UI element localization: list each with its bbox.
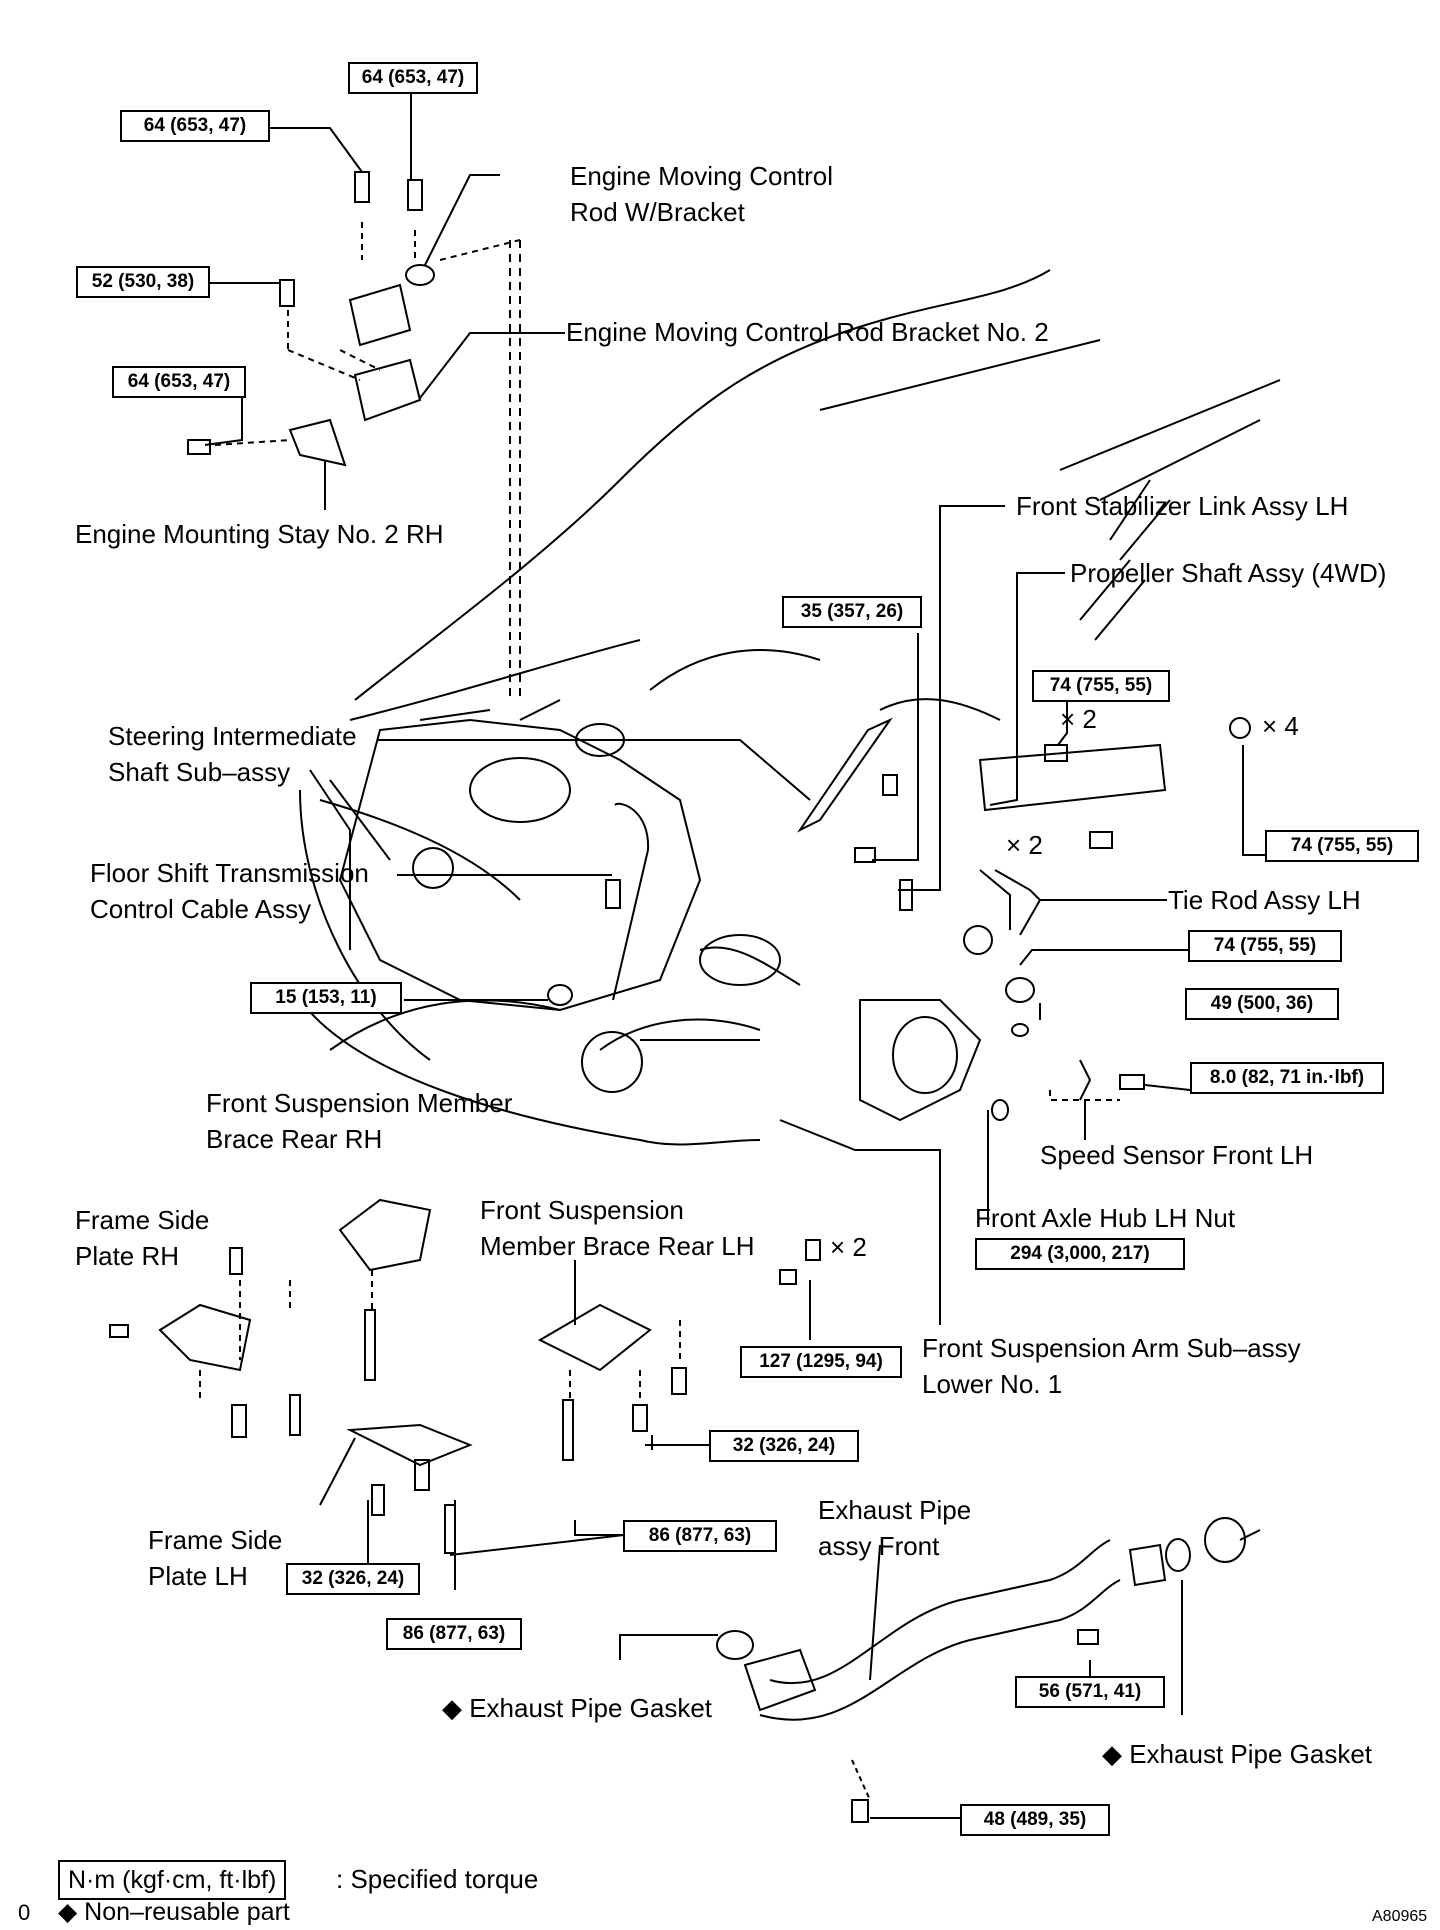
torque-box-74-tierod: 74 (755, 55) bbox=[1188, 930, 1342, 962]
multiplier-x2-propeller-top: × 2 bbox=[1060, 704, 1097, 734]
exhaust-pipe-drawing bbox=[716, 1517, 1261, 1823]
leader-lines bbox=[204, 91, 1265, 1819]
brace-rear-lh-line1: Front Suspension bbox=[480, 1195, 684, 1225]
floor-shift-cable-line1: Floor Shift Transmission bbox=[90, 858, 369, 888]
torque-box-32-plate: 32 (326, 24) bbox=[286, 1563, 420, 1595]
torque-box-86-plate: 86 (877, 63) bbox=[386, 1618, 522, 1650]
torque-box-74-top: 74 (755, 55) bbox=[1032, 670, 1170, 702]
frame-side-plate-lh-label: Frame Side Plate LH bbox=[148, 1522, 282, 1594]
torque-unit-box: N·m (kgf·cm, ft·lbf) bbox=[58, 1860, 287, 1900]
propeller-shaft-label: Propeller Shaft Assy (4WD) bbox=[1070, 558, 1387, 588]
frame-side-plate-rh-line2: Plate RH bbox=[75, 1241, 180, 1271]
torque-box-294: 294 (3,000, 217) bbox=[975, 1238, 1185, 1270]
floor-shift-cable-label: Floor Shift Transmission Control Cable A… bbox=[90, 855, 369, 927]
torque-box-52: 52 (530, 38) bbox=[76, 266, 210, 298]
torque-box-left-bolt: 64 (653, 47) bbox=[120, 110, 270, 142]
floor-shift-cable-line2: Control Cable Assy bbox=[90, 894, 312, 924]
brace-rear-lh-label: Front Suspension Member Brace Rear LH bbox=[480, 1192, 755, 1264]
frame-side-plate-rh-label: Frame Side Plate RH bbox=[75, 1202, 209, 1274]
suspension-brace-parts bbox=[109, 1198, 821, 1554]
brace-rear-rh-line2: Brace Rear RH bbox=[206, 1124, 383, 1154]
figure-code: A80965 bbox=[1372, 1908, 1428, 1925]
engine-mounting-stay-label: Engine Mounting Stay No. 2 RH bbox=[75, 519, 444, 549]
suspension-arm-line1: Front Suspension Arm Sub–assy bbox=[922, 1333, 1301, 1363]
engine-block bbox=[309, 699, 702, 1093]
torque-box-127: 127 (1295, 94) bbox=[740, 1346, 902, 1378]
brace-rear-lh-line2: Member Brace Rear LH bbox=[480, 1231, 755, 1261]
brace-rear-rh-line1: Front Suspension Member bbox=[206, 1088, 513, 1118]
engine-moving-control-rod-label: Engine Moving Control Rod W/Bracket bbox=[570, 158, 833, 230]
steering-intermediate-shaft-line1: Steering Intermediate bbox=[108, 721, 357, 751]
front-axle-hub-nut-label: Front Axle Hub LH Nut bbox=[975, 1203, 1236, 1233]
torque-box-56: 56 (571, 41) bbox=[1015, 1676, 1165, 1708]
exhaust-pipe-front-line1: Exhaust Pipe bbox=[818, 1495, 972, 1525]
steering-intermediate-shaft-line2: Shaft Sub–assy bbox=[108, 757, 291, 787]
frame-side-plate-lh-line1: Frame Side bbox=[148, 1525, 283, 1555]
torque-box-74-propeller: 74 (755, 55) bbox=[1265, 830, 1419, 862]
torque-box-35: 35 (357, 26) bbox=[782, 596, 922, 628]
exhaust-pipe-front-line2: assy Front bbox=[818, 1531, 940, 1561]
exhaust-pipe-front-label: Exhaust Pipe assy Front bbox=[818, 1492, 971, 1564]
torque-box-top: 64 (653, 47) bbox=[348, 62, 478, 94]
brace-rear-rh-label: Front Suspension Member Brace Rear RH bbox=[206, 1085, 512, 1157]
tie-rod-label: Tie Rod Assy LH bbox=[1168, 885, 1361, 915]
multiplier-x4: × 4 bbox=[1262, 711, 1299, 741]
suspension-arm-line2: Lower No. 1 bbox=[922, 1369, 1063, 1399]
nonreusable-legend: ◆ Non–reusable part bbox=[58, 1898, 290, 1926]
torque-box-49: 49 (500, 36) bbox=[1185, 988, 1339, 1020]
multiplier-x2-propeller-bottom: × 2 bbox=[1006, 830, 1043, 860]
torque-box-86-lh: 86 (877, 63) bbox=[623, 1520, 777, 1552]
front-stabilizer-link-label: Front Stabilizer Link Assy LH bbox=[1016, 491, 1349, 521]
suspension-arm-label: Front Suspension Arm Sub–assy Lower No. … bbox=[922, 1330, 1301, 1402]
engine-moving-control-rod-line2: Rod W/Bracket bbox=[570, 197, 745, 227]
engine-rod-bracket-parts bbox=[187, 171, 521, 700]
engine-moving-control-rod-bracket-label: Engine Moving Control Rod Bracket No. 2 bbox=[566, 317, 1049, 347]
frame-side-plate-lh-line2: Plate LH bbox=[148, 1561, 248, 1591]
steering-and-drive-parts bbox=[547, 717, 1251, 1122]
margin-mark: 0 bbox=[18, 1900, 31, 1925]
torque-box-8: 8.0 (82, 71 in.·lbf) bbox=[1190, 1062, 1384, 1094]
torque-box-stay: 64 (653, 47) bbox=[112, 366, 246, 398]
exhaust-gasket-right-label: ◆ Exhaust Pipe Gasket bbox=[1102, 1739, 1373, 1769]
torque-box-32-lh: 32 (326, 24) bbox=[709, 1430, 859, 1462]
vehicle-body-outline bbox=[299, 269, 1281, 1146]
multiplier-x2-brace: × 2 bbox=[830, 1232, 867, 1262]
torque-box-48: 48 (489, 35) bbox=[960, 1804, 1110, 1836]
torque-unit-description: : Specified torque bbox=[336, 1864, 539, 1894]
engine-moving-control-rod-line1: Engine Moving Control bbox=[570, 161, 834, 191]
speed-sensor-label: Speed Sensor Front LH bbox=[1040, 1140, 1314, 1170]
torque-box-15: 15 (153, 11) bbox=[250, 982, 402, 1014]
exhaust-gasket-left-label: ◆ Exhaust Pipe Gasket bbox=[442, 1693, 713, 1723]
steering-intermediate-shaft-label: Steering Intermediate Shaft Sub–assy bbox=[108, 718, 357, 790]
frame-side-plate-rh-line1: Frame Side bbox=[75, 1205, 210, 1235]
